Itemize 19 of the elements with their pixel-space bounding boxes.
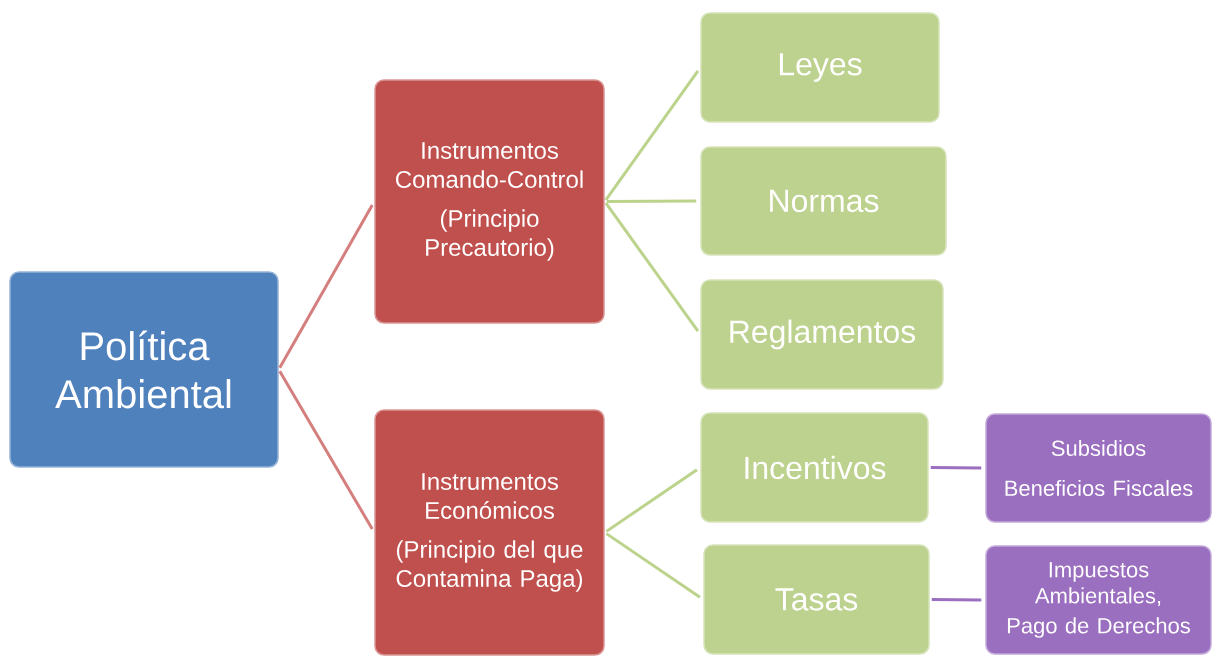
topic-box: Política Ambiental — [9, 271, 279, 468]
item-box: Reglamentos — [700, 279, 944, 390]
category-box: Instrumentos Económicos (Principio del que Contamina Paga) — [374, 409, 605, 656]
category-box: Instrumentos Comando-Control (Principio Precautorio) — [374, 79, 605, 324]
item-box: Normas — [700, 146, 947, 256]
connector-line — [605, 532, 701, 599]
connector-line — [604, 69, 700, 201]
item-box: Tasas — [703, 544, 930, 655]
detail-box: Subsidios Beneficios Fiscales — [985, 413, 1212, 523]
detail-box: Impuestos Ambientales, Pago de Derechos — [985, 545, 1212, 655]
connector-line — [604, 202, 700, 333]
connector-line — [606, 199, 697, 203]
connector-line — [931, 598, 982, 602]
connector-line — [278, 204, 374, 369]
connector-line — [930, 466, 982, 470]
item-box: Incentivos — [700, 412, 929, 523]
connector-line — [278, 370, 374, 530]
item-box: Leyes — [700, 12, 940, 123]
connector-line — [605, 468, 698, 533]
